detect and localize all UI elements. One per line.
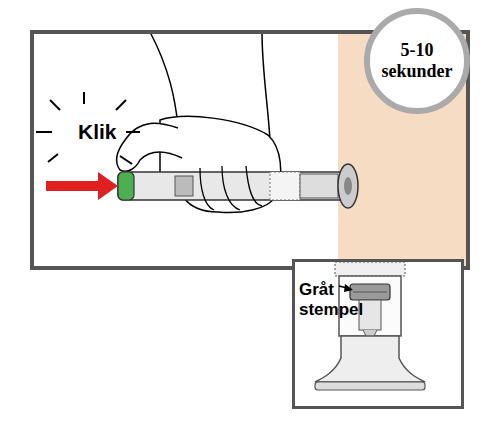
pen-button bbox=[118, 172, 134, 200]
duration-label: 5-10 sekunder bbox=[377, 40, 457, 81]
leader-arrowhead bbox=[344, 284, 353, 292]
pen-grip bbox=[270, 172, 300, 200]
fingers bbox=[200, 166, 262, 210]
time-circle: 5-10 sekunder bbox=[364, 8, 470, 114]
push-arrow bbox=[46, 172, 118, 200]
pen-body bbox=[118, 172, 346, 200]
plunger-ridge bbox=[353, 292, 387, 293]
thumb bbox=[117, 123, 182, 171]
needle-cover bbox=[315, 336, 425, 382]
grey-plunger bbox=[350, 284, 390, 300]
pen-base-center bbox=[344, 177, 352, 195]
inset-panel: Gråt stempel bbox=[292, 259, 464, 409]
click-burst bbox=[36, 92, 140, 164]
pen-flange bbox=[315, 382, 425, 390]
skin-area bbox=[338, 32, 468, 268]
click-label: Klik bbox=[78, 120, 117, 144]
pen-window bbox=[175, 176, 193, 196]
pen-grip-band bbox=[335, 262, 405, 276]
pen-base bbox=[338, 164, 358, 208]
pen-needle-cover bbox=[300, 174, 338, 198]
plunger-label: Gråt stempel bbox=[299, 280, 369, 319]
